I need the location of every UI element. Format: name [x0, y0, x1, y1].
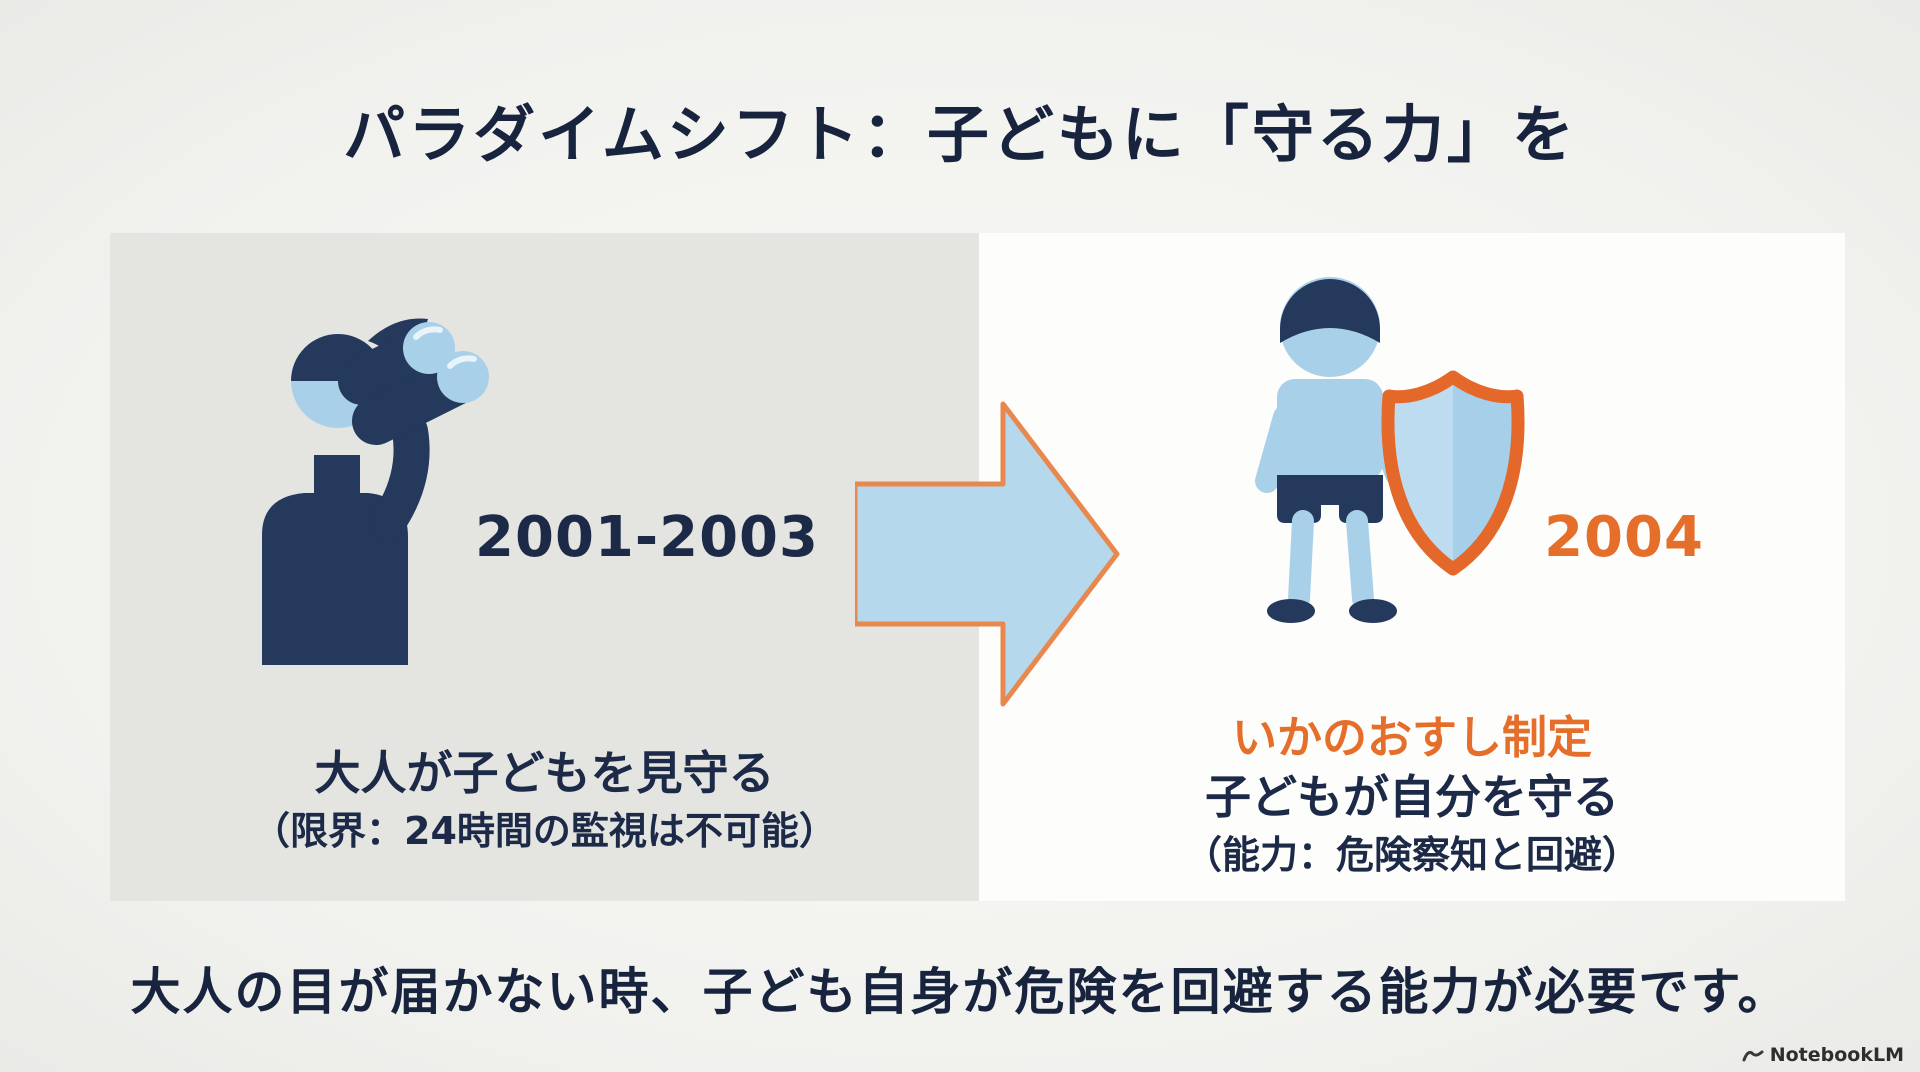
before-panel: 2001-2003 大人が子どもを見守る （限界：24時間の監視は不可能）: [110, 233, 979, 901]
notebooklm-brand-label: NotebookLM: [1769, 1044, 1904, 1066]
after-caption-line1: 子どもが自分を守る: [1205, 770, 1619, 824]
page-title: パラダイムシフト：子どもに「守る力」を: [343, 98, 1577, 171]
notebooklm-brand: NotebookLM: [1741, 1044, 1904, 1066]
after-period-label: 2004: [1544, 505, 1704, 570]
after-highlight-label: いかのおすし制定: [1231, 711, 1592, 764]
before-period-label: 2001-2003: [475, 505, 819, 570]
right-arrow-icon: [855, 401, 1120, 707]
before-captions: 大人が子どもを見守る （限界：24時間の監視は不可能）: [110, 743, 979, 859]
before-caption-line1: 大人が子どもを見守る: [314, 746, 775, 800]
adult-with-binoculars-icon: [262, 318, 489, 665]
after-caption-line2: （能力：危険察知と回避）: [1183, 833, 1640, 877]
after-panel: 2004 いかのおすし制定 子どもが自分を守る （能力：危険察知と回避）: [979, 233, 1845, 901]
before-caption-line2: （限界：24時間の監視は不可能）: [252, 809, 837, 853]
after-captions: いかのおすし制定 子どもが自分を守る （能力：危険察知と回避）: [979, 709, 1845, 883]
child-with-shield-icon: [1255, 277, 1525, 623]
bottom-message: 大人の目が届かない時、子ども自身が危険を回避する能力が必要です。: [130, 963, 1790, 1021]
notebooklm-logo-icon: [1742, 1050, 1764, 1062]
